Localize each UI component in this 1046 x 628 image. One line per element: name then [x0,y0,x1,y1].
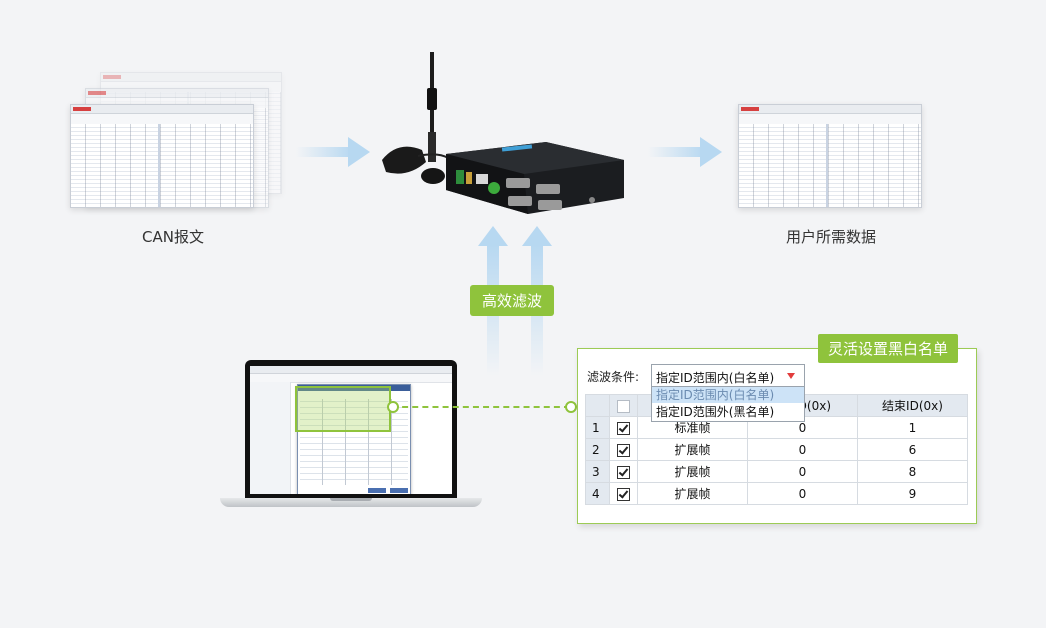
dropdown-arrow-icon[interactable] [778,365,804,387]
highlight-box [295,386,391,432]
end-id-cell[interactable]: 6 [857,438,968,461]
can-gateway-device-icon [382,52,624,214]
dropdown-option-whitelist[interactable]: 指定ID范围内(白名单) [652,387,804,403]
dashed-connector [392,406,570,408]
frame-type-cell[interactable]: 扩展帧 [637,482,748,505]
end-id-cell[interactable]: 8 [857,460,968,483]
row-checkbox[interactable] [609,482,638,505]
select-all-checkbox[interactable] [609,394,638,417]
row-checkbox[interactable] [609,460,638,483]
start-id-cell[interactable]: 0 [747,482,858,505]
arrow-right-icon [648,137,722,167]
can-messages-caption: CAN报文 [142,228,204,246]
user-data-caption: 用户所需数据 [786,228,877,246]
connector-dot-icon [565,401,577,413]
row-index: 2 [585,438,610,461]
efficient-filter-badge: 高效滤波 [470,285,555,316]
filter-condition-select[interactable]: 指定ID范围内(白名单) [651,364,805,388]
start-id-cell[interactable]: 0 [747,438,858,461]
start-id-cell[interactable]: 0 [747,460,858,483]
table-row[interactable]: 3 扩展帧 0 8 [585,460,968,483]
filter-condition-dropdown-list: 指定ID范围内(白名单) 指定ID范围外(黑名单) [651,386,805,422]
filter-condition-label: 滤波条件: [587,370,640,384]
connector-dot-icon [387,401,399,413]
laptop-base [220,498,482,507]
row-checkbox[interactable] [609,438,638,461]
frame-type-cell[interactable]: 扩展帧 [637,460,748,483]
blacklist-whitelist-tag: 灵活设置黑白名单 [818,334,959,363]
row-checkbox[interactable] [609,416,638,439]
end-id-column-header: 结束ID(0x) [857,394,968,417]
frame-type-cell[interactable]: 扩展帧 [637,438,748,461]
filter-condition-value: 指定ID范围内(白名单) [656,371,775,385]
table-row[interactable]: 2 扩展帧 0 6 [585,438,968,461]
user-data-software-screenshot [738,104,922,208]
table-row[interactable]: 4 扩展帧 0 9 [585,482,968,505]
row-index: 1 [585,416,610,439]
row-index: 3 [585,460,610,483]
end-id-cell[interactable]: 9 [857,482,968,505]
arrow-right-icon [296,137,370,167]
end-id-cell[interactable]: 1 [857,416,968,439]
dropdown-option-blacklist[interactable]: 指定ID范围外(黑名单) [656,405,775,419]
can-software-screenshot-front [70,104,254,208]
index-column-header [585,394,610,417]
row-index: 4 [585,482,610,505]
